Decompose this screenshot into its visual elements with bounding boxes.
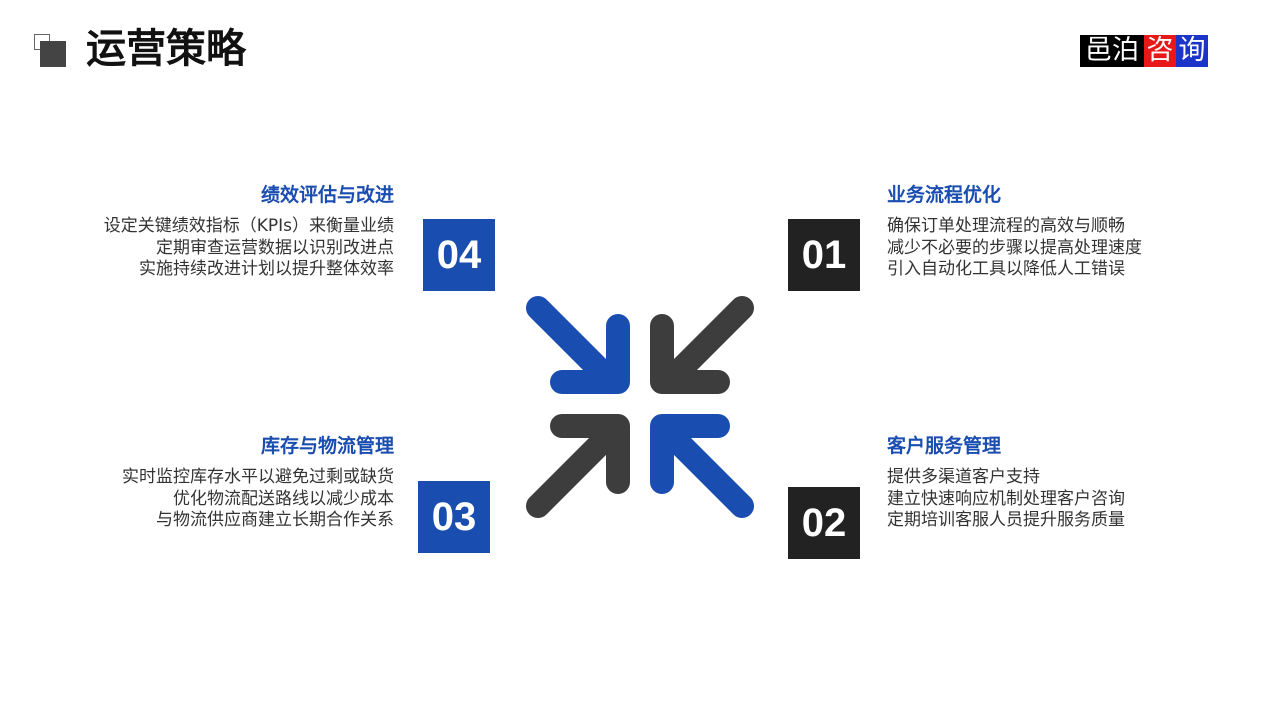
logo-part-3: 询 xyxy=(1176,35,1208,67)
strategy-line: 定期审查运营数据以识别改进点 xyxy=(156,237,394,258)
strategy-line: 实施持续改进计划以提升整体效率 xyxy=(139,259,394,279)
strategy-block-04: 绩效评估与改进 设定关键绩效指标（KPIs）来衡量业绩 定期审查运营数据以识别改… xyxy=(104,182,394,281)
strategy-line: 设定关键绩效指标（KPIs）来衡量业绩 xyxy=(103,216,394,236)
strategy-line: 提供多渠道客户支持 xyxy=(887,467,1040,487)
strategy-block-01: 业务流程优化 确保订单处理流程的高效与顺畅 减少不必要的步骤以提高处理速度 引入… xyxy=(887,182,1142,281)
strategy-heading: 库存与物流管理 xyxy=(260,435,394,457)
strategy-line: 实时监控库存水平以避免过剩或缺货 xyxy=(122,467,394,487)
strategy-line: 引入自动化工具以降低人工错误 xyxy=(887,259,1125,279)
strategy-line: 定期培训客服人员提升服务质量 xyxy=(887,510,1125,530)
number-badge-01: 01 xyxy=(788,219,860,291)
arrow-top-right-icon xyxy=(650,296,754,394)
strategy-line: 减少不必要的步骤以提高处理速度 xyxy=(887,237,1142,258)
strategy-heading: 客户服务管理 xyxy=(887,435,1002,457)
strategy-heading: 业务流程优化 xyxy=(887,184,1002,206)
title-decoration xyxy=(34,34,68,68)
strategy-line: 与物流供应商建立长期合作关系 xyxy=(156,510,394,530)
arrow-bottom-right-icon xyxy=(650,414,754,518)
strategy-line: 优化物流配送路线以减少成本 xyxy=(173,488,394,509)
strategy-block-02: 客户服务管理 提供多渠道客户支持 建立快速响应机制处理客户咨询 定期培训客服人员… xyxy=(887,433,1125,532)
arrow-top-left-icon xyxy=(526,296,630,394)
strategy-line: 确保订单处理流程的高效与顺畅 xyxy=(887,216,1125,236)
number-badge-02: 02 xyxy=(788,487,860,559)
converging-arrows-graphic xyxy=(526,296,754,518)
number-badge-03: 03 xyxy=(418,481,490,553)
strategy-block-03: 库存与物流管理 实时监控库存水平以避免过剩或缺货 优化物流配送路线以减少成本 与… xyxy=(122,433,394,532)
strategy-line: 建立快速响应机制处理客户咨询 xyxy=(887,488,1125,509)
brand-logo: 邑泊 咨 询 xyxy=(1080,35,1208,67)
logo-part-2: 咨 xyxy=(1144,35,1176,67)
number-badge-04: 04 xyxy=(423,219,495,291)
page-title: 运营策略 xyxy=(86,26,246,72)
logo-part-1: 邑泊 xyxy=(1080,35,1144,67)
strategy-heading: 绩效评估与改进 xyxy=(260,184,394,206)
arrow-bottom-left-icon xyxy=(526,414,630,518)
title-deco-solid-square xyxy=(40,41,66,67)
